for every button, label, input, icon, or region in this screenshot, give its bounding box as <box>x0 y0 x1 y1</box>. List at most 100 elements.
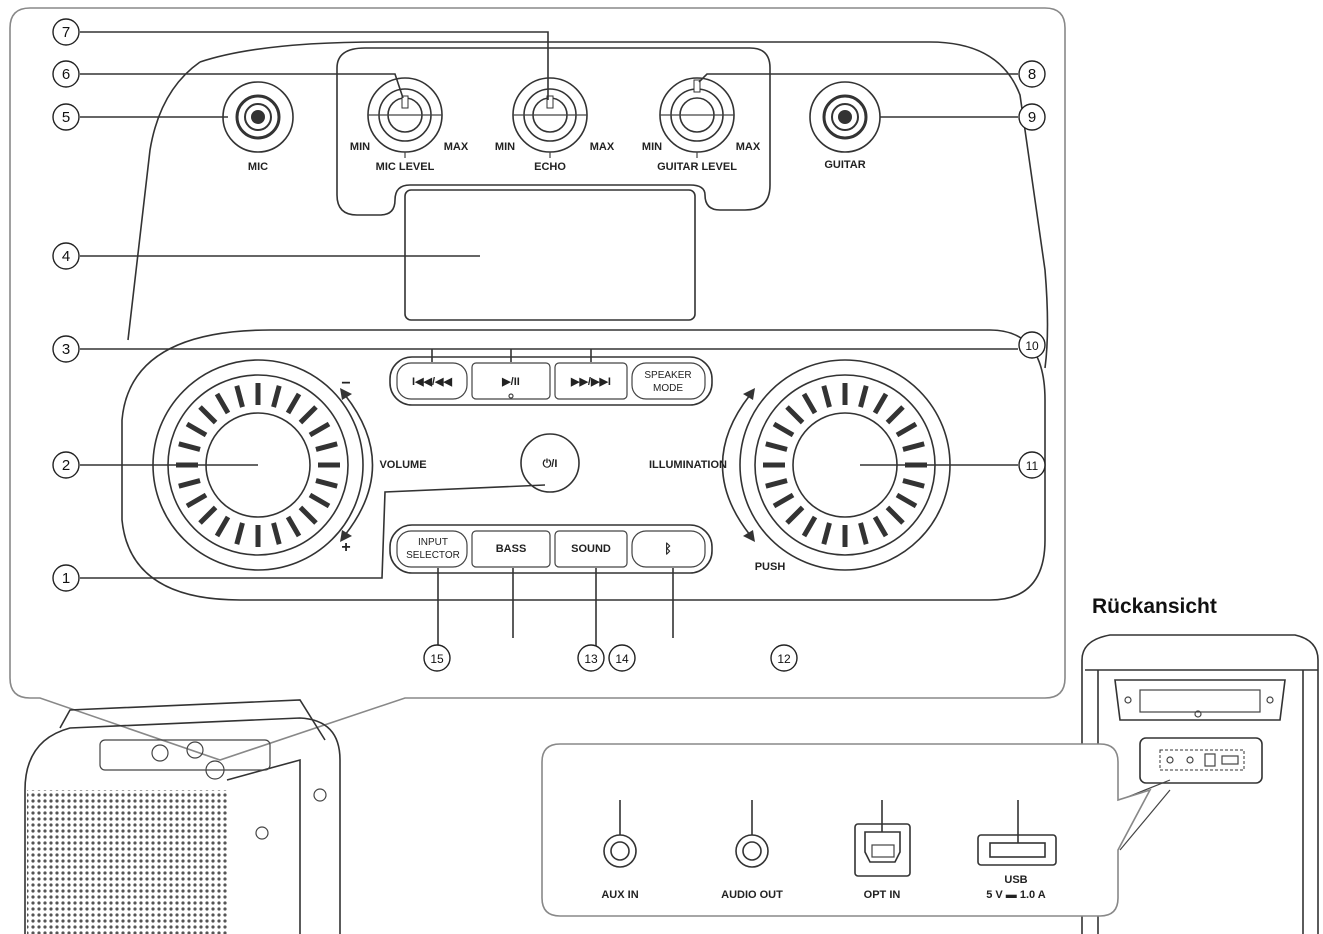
speaker-mode-line1: SPEAKER <box>644 370 691 381</box>
display-window <box>404 189 696 321</box>
audio-out-label: AUDIO OUT <box>721 889 783 901</box>
dial-tick <box>178 441 201 452</box>
play-pause-button: ▶/II <box>501 376 520 388</box>
echo-min-label: MIN <box>495 141 515 153</box>
usb-label: USB <box>1004 874 1027 886</box>
prev-button: I◀◀/◀◀ <box>412 376 452 388</box>
echo-knob <box>512 77 588 158</box>
dial-tick <box>234 385 245 408</box>
opt-in-label: OPT IN <box>864 889 901 901</box>
guitar-level-label: GUITAR LEVEL <box>657 161 737 173</box>
power-button <box>520 433 580 493</box>
callout-circle-1 <box>52 564 80 592</box>
callout-circle-12 <box>770 644 798 672</box>
dial-tick <box>801 392 818 415</box>
callout-circle-10 <box>1018 331 1046 359</box>
dial-tick <box>772 492 795 509</box>
callout-number-8: 8 <box>1028 66 1036 83</box>
mic-level-knob <box>367 77 443 158</box>
callout-circle-4 <box>52 242 80 270</box>
dial-tick <box>885 405 905 425</box>
usb-rating-label: 5 V ▬ 1.0 A <box>986 889 1046 901</box>
dial-tick <box>285 392 302 415</box>
push-label: PUSH <box>755 561 786 573</box>
dial-tick <box>858 385 869 408</box>
guitar-label: GUITAR <box>824 159 865 171</box>
dial-tick <box>821 385 832 408</box>
callout-circle-2 <box>52 451 80 479</box>
rear-ports-panel <box>541 743 1152 917</box>
audio-out-jack <box>735 800 769 868</box>
dial-tick <box>765 478 788 489</box>
dial-tick <box>902 441 925 452</box>
dial-tick <box>214 515 231 538</box>
lower-panel-outline <box>121 329 1046 601</box>
dial-tick <box>271 385 282 408</box>
callout-circle-14 <box>608 644 636 672</box>
optical-in-port <box>854 800 911 877</box>
guitar-min-label: MIN <box>642 141 662 153</box>
callout-number-9: 9 <box>1028 109 1036 126</box>
callout-number-4: 4 <box>62 248 70 265</box>
volume-label: VOLUME <box>379 459 426 471</box>
callout-circle-5 <box>52 103 80 131</box>
callout-number-5: 5 <box>62 109 70 126</box>
function-button-bar <box>389 524 713 574</box>
callout-number-6: 6 <box>62 66 70 83</box>
playback-button-bar <box>389 356 713 406</box>
dial-tick <box>895 421 918 438</box>
top-panel-frame <box>9 7 1066 761</box>
dial-tick <box>298 505 318 525</box>
dial-tick <box>298 405 318 425</box>
callout-number-10: 10 <box>1025 339 1039 353</box>
aux-in-jack <box>603 800 637 868</box>
mic-label: MIC <box>248 161 268 173</box>
dial-tick <box>858 522 869 545</box>
mic-max-label: MAX <box>444 141 469 153</box>
rear-speaker-illustration <box>1081 634 1319 934</box>
callout-number-15: 15 <box>430 652 444 666</box>
knob-cluster-outline <box>336 47 771 216</box>
guitar-jack <box>809 81 881 153</box>
dial-tick <box>198 505 218 525</box>
callout-circle-11 <box>1018 451 1046 479</box>
dial-tick <box>234 522 245 545</box>
dial-tick <box>872 515 889 538</box>
dial-tick <box>198 405 218 425</box>
aux-in-label: AUX IN <box>601 889 638 901</box>
callout-circle-9 <box>1018 103 1046 131</box>
callout-circle-3 <box>52 335 80 363</box>
echo-label: ECHO <box>534 161 566 173</box>
dial-tick <box>785 505 805 525</box>
callout-number-2: 2 <box>62 457 70 474</box>
input-selector-line1: INPUT <box>418 537 448 548</box>
dial-tick <box>315 478 338 489</box>
dial-tick <box>785 405 805 425</box>
callout-number-12: 12 <box>777 652 791 666</box>
dial-tick <box>772 421 795 438</box>
callout-number-11: 11 <box>1026 459 1039 473</box>
dial-tick <box>185 421 208 438</box>
bluetooth-button: ᛒ <box>664 541 672 556</box>
guitar-max-label: MAX <box>736 141 761 153</box>
dial-tick <box>895 492 918 509</box>
dial-tick <box>178 478 201 489</box>
dial-tick <box>821 522 832 545</box>
volume-plus: + <box>341 539 350 556</box>
input-selector-line2: SELECTOR <box>406 550 460 561</box>
usb-port <box>977 800 1057 866</box>
dial-tick <box>872 392 889 415</box>
callout-circle-6 <box>52 60 80 88</box>
dial-tick <box>271 522 282 545</box>
callout-circle-13 <box>577 644 605 672</box>
dial-tick <box>185 492 208 509</box>
dial-tick <box>902 478 925 489</box>
illumination-label: ILLUMINATION <box>649 459 727 471</box>
echo-max-label: MAX <box>590 141 615 153</box>
mic-level-label: MIC LEVEL <box>376 161 435 173</box>
callout-circle-8 <box>1018 60 1046 88</box>
dial-tick <box>308 492 331 509</box>
rear-view-heading: Rückansicht <box>1092 595 1217 618</box>
next-button: ▶▶/▶▶I <box>570 376 611 388</box>
